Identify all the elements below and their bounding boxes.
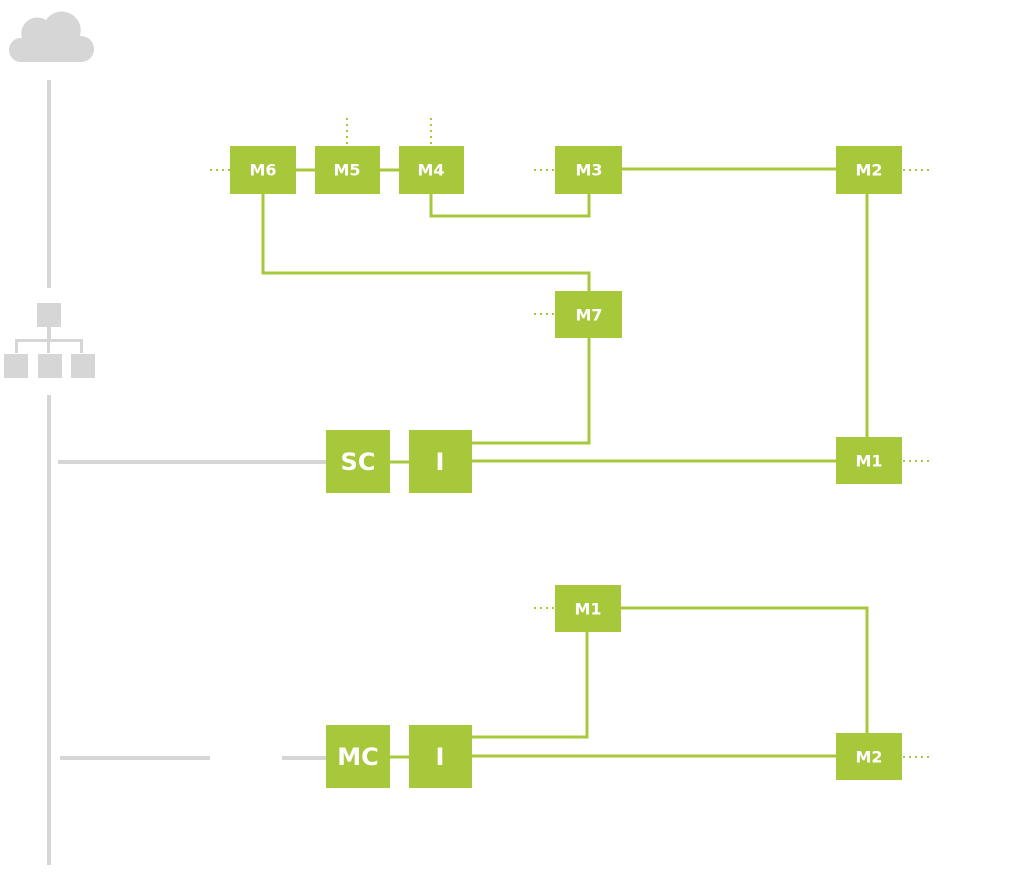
node-m1-bottom[interactable]: M1 bbox=[555, 585, 621, 632]
node-m4[interactable]: M4 bbox=[399, 146, 464, 194]
node-label: MC bbox=[337, 743, 379, 771]
link-m6-m7 bbox=[261, 194, 591, 291]
node-label: M6 bbox=[249, 161, 276, 180]
node-m2-top[interactable]: M2 bbox=[836, 146, 902, 194]
node-m1-top[interactable]: M1 bbox=[836, 437, 902, 484]
continuation-dots bbox=[210, 118, 930, 758]
node-m5[interactable]: M5 bbox=[315, 146, 380, 194]
node-mc[interactable]: MC bbox=[326, 725, 390, 788]
hierarchy-icon bbox=[4, 303, 95, 378]
node-label: M2 bbox=[855, 161, 882, 180]
node-label: M3 bbox=[575, 161, 602, 180]
node-label: M2 bbox=[855, 748, 882, 767]
node-m2-bottom[interactable]: M2 bbox=[836, 733, 902, 780]
node-label: M4 bbox=[417, 161, 444, 180]
node-label: M5 bbox=[333, 161, 360, 180]
node-label: SC bbox=[341, 448, 376, 476]
link-m1b-m2b bbox=[621, 606, 869, 733]
link-m1b-i bbox=[472, 632, 589, 739]
node-label: I bbox=[436, 743, 445, 771]
node-i-bottom[interactable]: I bbox=[409, 725, 472, 788]
node-label: M1 bbox=[855, 452, 882, 471]
connection-lines bbox=[261, 167, 869, 759]
cloud-icon bbox=[8, 11, 95, 63]
node-i-top[interactable]: I bbox=[409, 430, 472, 493]
node-m3[interactable]: M3 bbox=[555, 146, 622, 194]
node-label: M7 bbox=[575, 306, 602, 325]
node-m7[interactable]: M7 bbox=[555, 291, 622, 338]
node-label: I bbox=[436, 448, 445, 476]
link-m4-m3 bbox=[429, 194, 591, 218]
node-label: M1 bbox=[574, 600, 601, 619]
node-sc[interactable]: SC bbox=[326, 430, 390, 493]
node-m6[interactable]: M6 bbox=[230, 146, 296, 194]
link-m7-i bbox=[472, 338, 591, 445]
